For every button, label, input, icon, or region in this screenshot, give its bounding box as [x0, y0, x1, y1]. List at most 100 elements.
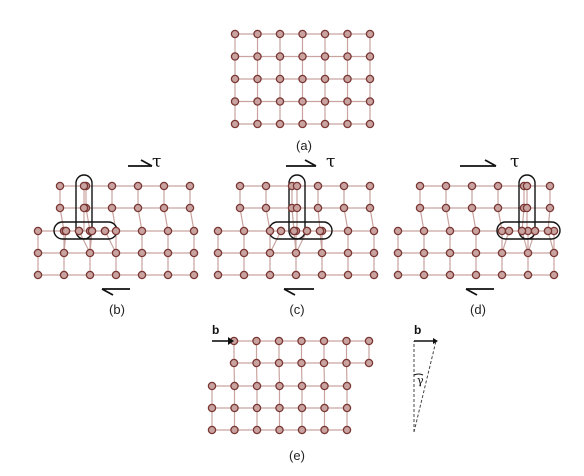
atom-e — [252, 425, 262, 435]
atom-b — [163, 248, 173, 258]
atom-b — [74, 226, 84, 236]
atom-c — [265, 248, 275, 258]
atom-d — [545, 203, 555, 213]
atom-d — [549, 248, 559, 258]
atom-a — [365, 29, 375, 39]
atom-d — [545, 181, 555, 191]
atom-c — [292, 203, 302, 213]
atom-d — [523, 270, 533, 280]
atom-e — [230, 425, 239, 435]
atom-d — [419, 248, 429, 258]
atom-d — [467, 181, 477, 191]
atom-a — [343, 74, 352, 84]
atom-d — [549, 270, 559, 280]
atom-d — [522, 181, 532, 191]
atom-e — [297, 425, 307, 435]
atom-e — [342, 425, 352, 435]
atom-e — [364, 336, 374, 346]
atom-c — [315, 226, 325, 236]
atom-c — [339, 203, 349, 213]
atom-d — [445, 248, 455, 258]
atom-b — [137, 270, 147, 280]
atom-c — [239, 226, 249, 236]
atom-d — [504, 226, 514, 236]
atom-e — [297, 381, 307, 391]
atom-a — [275, 52, 285, 61]
atom-c — [235, 203, 245, 213]
atom-c — [292, 181, 302, 191]
atom-d — [493, 181, 503, 191]
atom-c — [365, 203, 375, 213]
atom-a — [253, 97, 262, 106]
atom-c — [317, 270, 327, 280]
shear-stress-symbol-b: τ — [152, 152, 161, 172]
atom-e — [275, 403, 284, 413]
atom-c — [369, 248, 379, 258]
atom-a — [275, 97, 285, 106]
atom-c — [365, 181, 375, 191]
atom-c — [261, 203, 271, 213]
atom-a — [298, 52, 307, 61]
atom-a — [320, 119, 330, 129]
panel-label-a: (a) — [296, 138, 312, 153]
atom-a — [230, 97, 240, 106]
atom-d — [471, 270, 481, 280]
atom-e — [230, 403, 239, 413]
atom-a — [298, 74, 307, 84]
atom-b — [59, 248, 69, 258]
atom-b — [55, 181, 65, 191]
atom-d — [497, 270, 507, 280]
atom-e — [274, 336, 284, 346]
atom-e — [320, 403, 329, 413]
atom-a — [230, 74, 240, 84]
atom-e — [207, 381, 217, 391]
atom-a — [253, 52, 262, 61]
atom-a — [365, 74, 375, 84]
atom-e — [252, 336, 261, 346]
atom-b — [87, 226, 97, 236]
dislocation-outline-layer — [53, 174, 561, 240]
wedge-top-arrowhead — [433, 338, 438, 344]
atom-c — [289, 226, 299, 236]
atom-d — [497, 248, 507, 258]
atom-c — [369, 226, 379, 236]
atom-a — [298, 97, 307, 106]
atom-d — [441, 203, 451, 213]
shear-stress-symbol-c: τ — [326, 152, 335, 172]
atom-e — [297, 358, 306, 368]
atom-a — [343, 97, 352, 106]
atom-d — [517, 226, 527, 236]
atom-d — [441, 181, 451, 191]
atom-d — [543, 226, 553, 236]
atom-a — [365, 52, 375, 61]
atom-b — [33, 226, 43, 236]
atom-e — [252, 381, 262, 391]
atom-a — [275, 119, 285, 129]
atom-a — [298, 119, 307, 129]
atom-d — [530, 226, 540, 236]
atom-a — [275, 29, 285, 39]
atom-d — [497, 226, 507, 236]
atom-b — [111, 248, 121, 258]
atom-d — [445, 270, 455, 280]
atom-d — [445, 226, 455, 236]
atom-b — [185, 181, 195, 191]
atom-b — [163, 226, 173, 236]
atom-b — [137, 226, 147, 236]
atom-b — [107, 203, 117, 213]
atom-a — [320, 29, 330, 39]
atom-e — [319, 336, 329, 346]
atom-e — [297, 336, 306, 346]
atom-e — [342, 358, 351, 368]
atom-e — [275, 425, 284, 435]
atom-d — [471, 226, 481, 236]
atom-c — [313, 181, 323, 191]
atom-e — [320, 381, 329, 391]
atom-e — [319, 358, 329, 368]
atom-a — [253, 74, 262, 84]
atom-a — [230, 29, 240, 39]
atom-d — [419, 226, 429, 236]
atom-b — [33, 270, 43, 280]
atom-d — [393, 226, 403, 236]
atom-b — [185, 203, 195, 213]
